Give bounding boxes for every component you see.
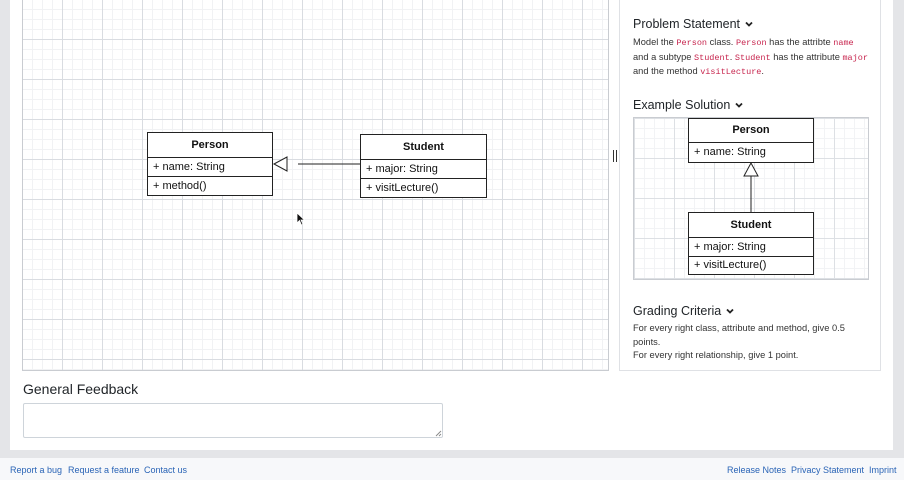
general-feedback-input[interactable] xyxy=(23,403,443,438)
class-name[interactable]: Person xyxy=(148,133,272,158)
problem-statement-toggle[interactable]: Problem Statement xyxy=(633,17,753,31)
solution-class-person: Person + name: String xyxy=(688,118,814,163)
class-attribute[interactable]: + name: String xyxy=(148,158,272,177)
modeling-canvas[interactable]: Person + name: String + method() Student… xyxy=(22,0,609,371)
request-feature-link[interactable]: Request a feature xyxy=(68,465,140,475)
grading-criteria-toggle[interactable]: Grading Criteria xyxy=(633,304,734,318)
solution-inheritance-edge xyxy=(743,161,759,212)
contact-us-link[interactable]: Contact us xyxy=(144,465,188,475)
class-name: Person xyxy=(689,119,813,143)
inheritance-edge[interactable] xyxy=(23,0,609,371)
mouse-cursor-icon xyxy=(296,212,306,226)
chevron-down-icon xyxy=(745,21,753,27)
class-attribute[interactable]: + major: String xyxy=(361,160,486,179)
instructions-panel: Problem Statement Model the Person class… xyxy=(619,0,881,371)
uml-class-student[interactable]: Student + major: String + visitLecture() xyxy=(360,134,487,198)
uml-class-person[interactable]: Person + name: String + method() xyxy=(147,132,273,196)
example-solution-diagram: Person + name: String Student + major: S… xyxy=(633,117,869,280)
class-attribute: + major: String xyxy=(689,238,813,257)
resize-grip-icon[interactable] xyxy=(434,429,442,437)
class-method[interactable]: + method() xyxy=(153,180,207,192)
class-name[interactable]: Student xyxy=(361,135,486,160)
grading-line: For every right relationship, give 1 poi… xyxy=(633,350,799,360)
solution-class-student: Student + major: String + visitLecture() xyxy=(688,212,814,275)
imprint-link[interactable]: Imprint xyxy=(869,465,897,475)
class-method: + visitLecture() xyxy=(694,259,767,271)
section-title: Problem Statement xyxy=(633,17,740,31)
chevron-down-icon xyxy=(735,102,743,108)
resize-handle-icon[interactable] xyxy=(612,150,618,162)
class-name: Student xyxy=(689,213,813,238)
problem-statement-text: Model the Person class. Person has the a… xyxy=(633,37,868,77)
example-solution-toggle[interactable]: Example Solution xyxy=(633,98,743,112)
chevron-down-icon xyxy=(726,308,734,314)
grading-criteria-text: For every right class, attribute and met… xyxy=(633,322,869,363)
footer: Report a bug Request a feature Contact u… xyxy=(0,458,904,480)
report-bug-link[interactable]: Report a bug xyxy=(10,465,63,475)
privacy-statement-link[interactable]: Privacy Statement xyxy=(791,465,865,475)
section-title: Grading Criteria xyxy=(633,304,722,318)
class-method[interactable]: + visitLecture() xyxy=(366,182,439,194)
section-title: Example Solution xyxy=(633,98,731,112)
general-feedback-title: General Feedback xyxy=(23,381,139,397)
release-notes-link[interactable]: Release Notes xyxy=(727,465,787,475)
grading-line: For every right class, attribute and met… xyxy=(633,323,845,347)
class-attribute: + name: String xyxy=(694,146,766,158)
